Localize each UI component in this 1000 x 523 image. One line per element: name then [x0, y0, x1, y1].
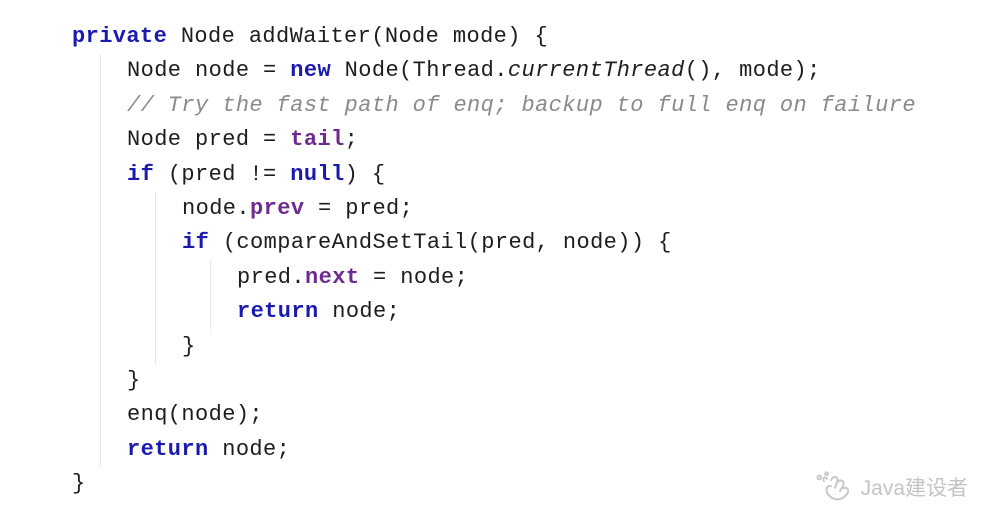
code-line: if (pred != null) {: [72, 157, 916, 193]
code-token: // Try the fast path of enq; backup to f…: [127, 92, 916, 118]
code-token: currentThread: [507, 58, 685, 84]
code-line: }: [72, 329, 916, 365]
code-token: null: [290, 161, 345, 187]
indent-guide: [72, 157, 127, 193]
code-token: (), mode);: [684, 58, 821, 84]
code-token: return: [127, 436, 209, 462]
indent-guide: [72, 191, 127, 227]
code-token: Node pred =: [127, 127, 291, 153]
indent-guide: [182, 260, 237, 296]
code-token: Node(Thread.: [331, 58, 508, 84]
code-token: Node addWaiter(Node mode) {: [167, 24, 549, 49]
indent-guide: [72, 432, 127, 468]
code-token: node.: [182, 195, 251, 221]
code-token: if: [127, 161, 155, 187]
indent-guide: [127, 226, 182, 262]
watermark-label: Java建设者: [860, 476, 968, 500]
code-token: = node;: [359, 264, 469, 290]
indent-guide: [127, 329, 182, 365]
code-token: }: [72, 471, 86, 497]
code-token: }: [182, 333, 196, 359]
code-token: }: [127, 367, 141, 393]
code-line: Node pred = tail;: [72, 123, 916, 158]
code-token: enq(node);: [127, 402, 264, 428]
code-line: return node;: [72, 432, 916, 468]
indent-guide: [127, 295, 182, 330]
code-line: if (compareAndSetTail(pred, node)) {: [72, 226, 916, 262]
code-token: return: [237, 299, 319, 325]
code-token: node;: [318, 299, 401, 325]
indent-guide: [72, 398, 127, 434]
indent-guide: [182, 295, 237, 330]
indent-guide: [127, 191, 182, 227]
code-token: next: [305, 264, 360, 290]
code-token: prev: [250, 195, 305, 221]
code-block: private Node addWaiter(Node mode) {Node …: [72, 20, 916, 501]
code-line: }: [72, 363, 916, 399]
code-line: node.prev = pred;: [72, 191, 916, 227]
code-token: pred.: [237, 264, 306, 290]
code-token: = pred;: [304, 195, 414, 221]
code-line: }: [72, 467, 916, 501]
indent-guide: [72, 363, 127, 399]
code-token: new: [290, 58, 332, 84]
indent-guide: [72, 226, 127, 262]
code-token: (compareAndSetTail(pred, node)) {: [209, 230, 672, 256]
code-token: tail: [290, 127, 345, 153]
code-line: return node;: [72, 295, 916, 330]
code-token: if: [182, 230, 210, 256]
code-token: node;: [208, 436, 291, 462]
indent-guide: [72, 123, 127, 158]
code-line: Node node = new Node(Thread.currentThrea…: [72, 54, 916, 90]
code-token: (pred !=: [154, 161, 291, 187]
code-line: // Try the fast path of enq; backup to f…: [72, 88, 916, 124]
code-token: ;: [344, 127, 359, 153]
indent-guide: [72, 54, 127, 90]
code-token: private: [72, 24, 168, 49]
indent-guide: [72, 88, 127, 124]
code-line: enq(node);: [72, 398, 916, 434]
code-line: pred.next = node;: [72, 260, 916, 296]
code-token: Node node =: [127, 58, 291, 84]
indent-guide: [72, 260, 127, 296]
indent-guide: [72, 329, 127, 365]
code-line: private Node addWaiter(Node mode) {: [72, 20, 916, 54]
indent-guide: [72, 295, 127, 330]
indent-guide: [127, 260, 182, 296]
watermark-hand-icon: [816, 471, 849, 501]
code-token: ) {: [344, 161, 386, 187]
watermark: Java建设者: [813, 470, 968, 503]
